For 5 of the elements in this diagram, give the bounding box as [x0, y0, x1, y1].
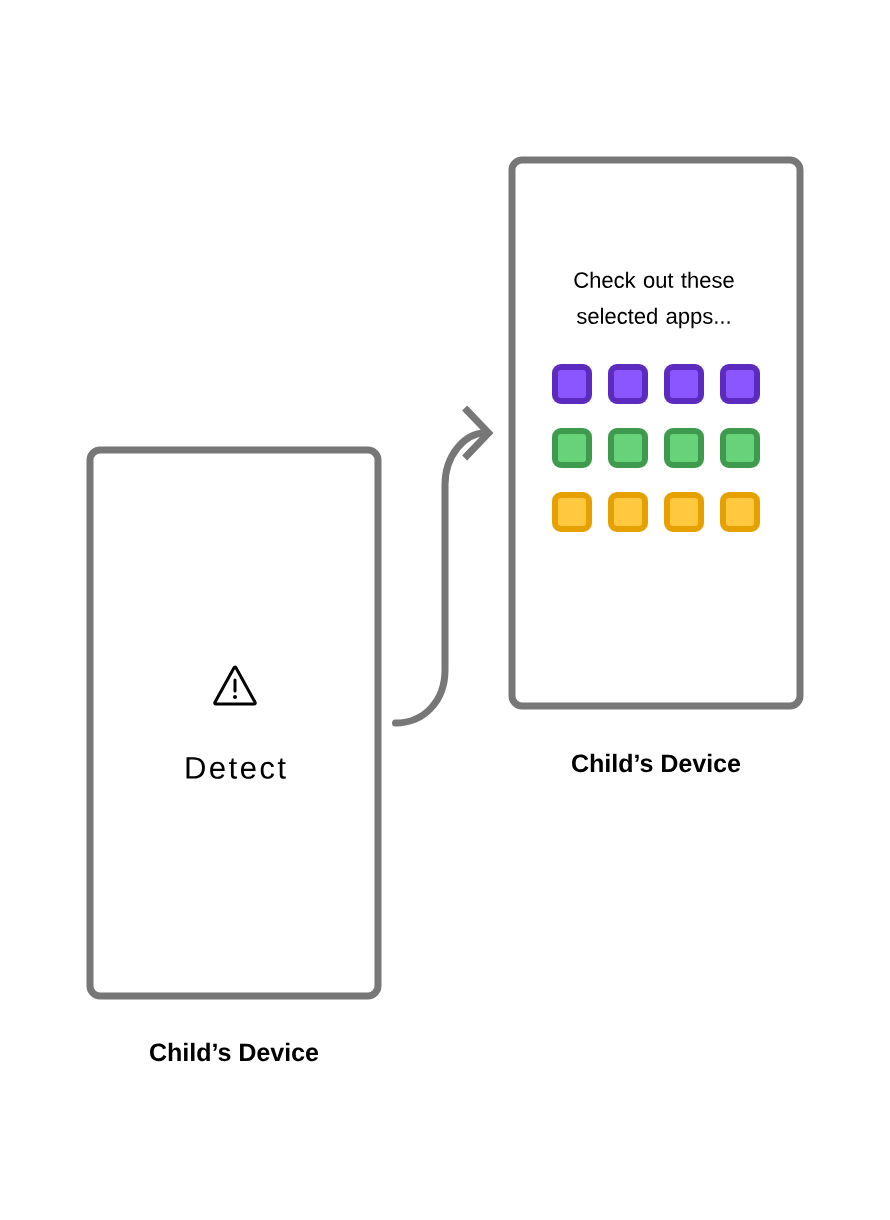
device-caption: Child’s Device — [150, 1042, 319, 1062]
phone-screen: Detect — [86, 446, 382, 1000]
device-caption: Child’s Device — [572, 753, 741, 773]
arrow — [392, 405, 494, 727]
phone-screen: Check out these selected apps... — [508, 156, 804, 710]
